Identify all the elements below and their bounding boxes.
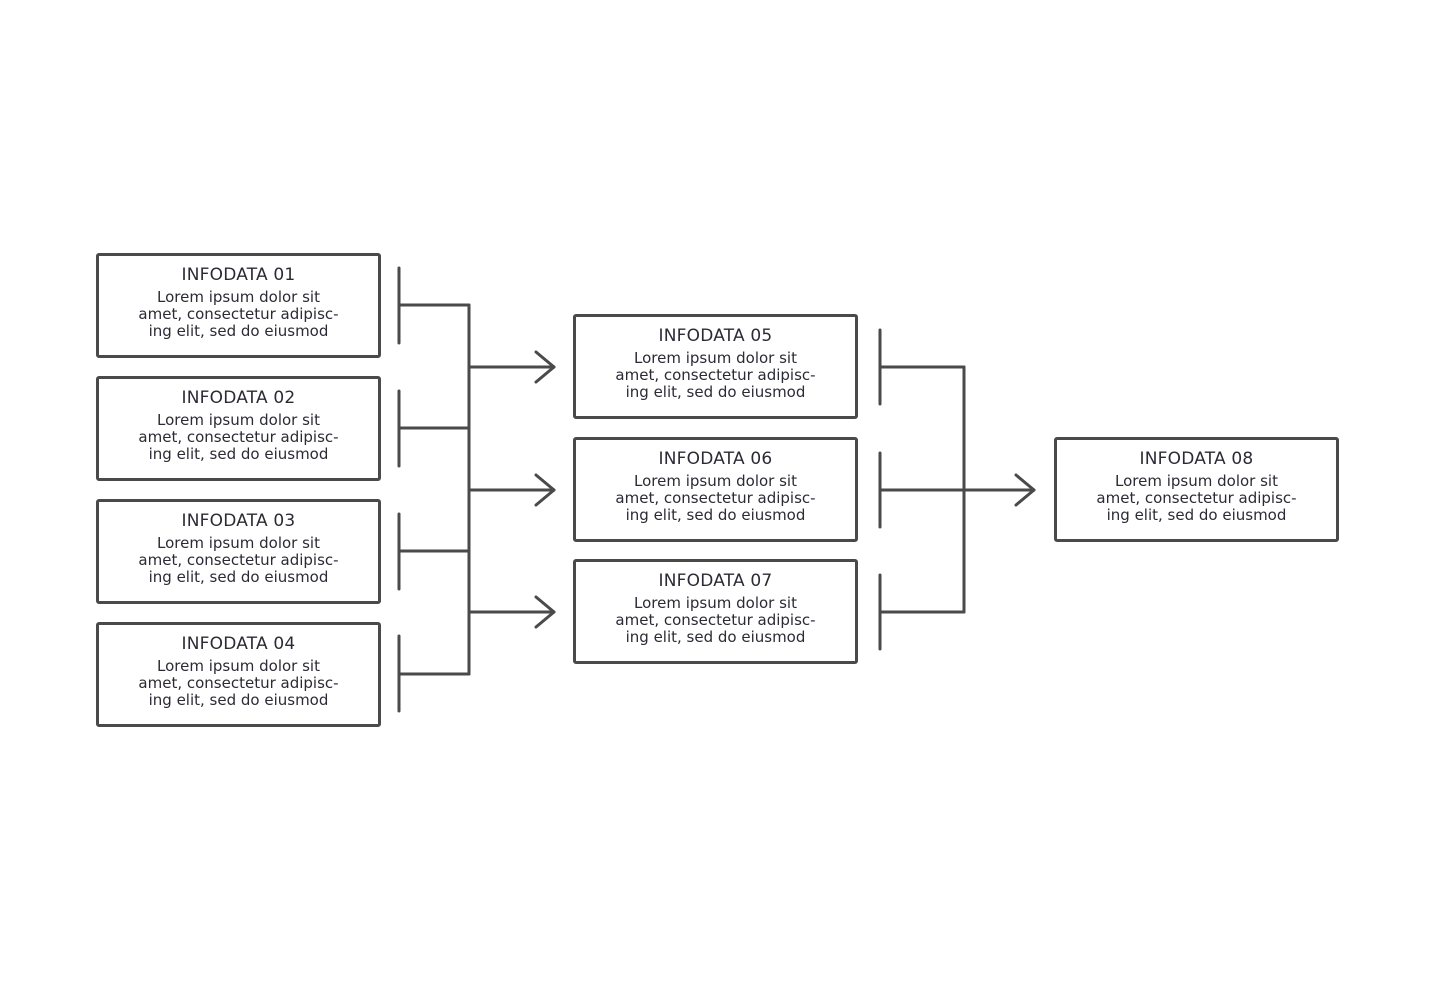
box-text-line: ing elit, sed do eiusmod	[625, 383, 806, 401]
box-text-line: ing elit, sed do eiusmod	[625, 506, 806, 524]
box-text-line: Lorem ipsum dolor sit	[634, 472, 797, 490]
box-title: INFODATA 02	[181, 388, 296, 408]
box-text-line: amet, consectetur adipisc-	[138, 674, 339, 692]
box-text-line: Lorem ipsum dolor sit	[1115, 472, 1278, 490]
box-text-line: amet, consectetur adipisc-	[138, 551, 339, 569]
infodata-box-03: INFODATA 03 Lorem ipsum dolor sit amet, …	[96, 499, 381, 604]
box-description: Lorem ipsum dolor sit amet, consectetur …	[596, 595, 836, 646]
box-text-line: amet, consectetur adipisc-	[138, 428, 339, 446]
arrowhead-06	[534, 473, 556, 507]
box-text-line: amet, consectetur adipisc-	[615, 611, 816, 629]
box-text-line: Lorem ipsum dolor sit	[157, 288, 320, 306]
box-text-line: Lorem ipsum dolor sit	[634, 349, 797, 367]
box-description: Lorem ipsum dolor sit amet, consectetur …	[1077, 473, 1317, 524]
box-title: INFODATA 06	[658, 449, 773, 469]
box-text-line: ing elit, sed do eiusmod	[148, 322, 329, 340]
arrowhead-08	[1014, 473, 1036, 507]
box-title: INFODATA 08	[1139, 449, 1254, 469]
box-text-line: ing elit, sed do eiusmod	[148, 691, 329, 709]
box-text-line: amet, consectetur adipisc-	[138, 305, 339, 323]
box-title: INFODATA 01	[181, 265, 296, 285]
box-text-line: amet, consectetur adipisc-	[1096, 489, 1297, 507]
box-description: Lorem ipsum dolor sit amet, consectetur …	[596, 350, 836, 401]
infodata-box-05: INFODATA 05 Lorem ipsum dolor sit amet, …	[573, 314, 858, 419]
infodata-box-02: INFODATA 02 Lorem ipsum dolor sit amet, …	[96, 376, 381, 481]
box-text-line: Lorem ipsum dolor sit	[634, 594, 797, 612]
infodata-box-07: INFODATA 07 Lorem ipsum dolor sit amet, …	[573, 559, 858, 664]
box-title: INFODATA 07	[658, 571, 773, 591]
box-text-line: ing elit, sed do eiusmod	[1106, 506, 1287, 524]
box-description: Lorem ipsum dolor sit amet, consectetur …	[119, 289, 359, 340]
box-description: Lorem ipsum dolor sit amet, consectetur …	[119, 535, 359, 586]
box-text-line: amet, consectetur adipisc-	[615, 489, 816, 507]
box-title: INFODATA 04	[181, 634, 296, 654]
box-text-line: Lorem ipsum dolor sit	[157, 534, 320, 552]
box-text-line: ing elit, sed do eiusmod	[625, 628, 806, 646]
box-text-line: ing elit, sed do eiusmod	[148, 445, 329, 463]
box-description: Lorem ipsum dolor sit amet, consectetur …	[119, 412, 359, 463]
arrowhead-07	[534, 595, 556, 629]
infodata-box-06: INFODATA 06 Lorem ipsum dolor sit amet, …	[573, 437, 858, 542]
box-text-line: ing elit, sed do eiusmod	[148, 568, 329, 586]
box-text-line: Lorem ipsum dolor sit	[157, 657, 320, 675]
box-text-line: amet, consectetur adipisc-	[615, 366, 816, 384]
infodata-box-01: INFODATA 01 Lorem ipsum dolor sit amet, …	[96, 253, 381, 358]
infodata-box-04: INFODATA 04 Lorem ipsum dolor sit amet, …	[96, 622, 381, 727]
infodata-box-08: INFODATA 08 Lorem ipsum dolor sit amet, …	[1054, 437, 1339, 542]
box-title: INFODATA 03	[181, 511, 296, 531]
box-description: Lorem ipsum dolor sit amet, consectetur …	[119, 658, 359, 709]
box-title: INFODATA 05	[658, 326, 773, 346]
box-description: Lorem ipsum dolor sit amet, consectetur …	[596, 473, 836, 524]
box-text-line: Lorem ipsum dolor sit	[157, 411, 320, 429]
arrowhead-05	[534, 350, 556, 384]
